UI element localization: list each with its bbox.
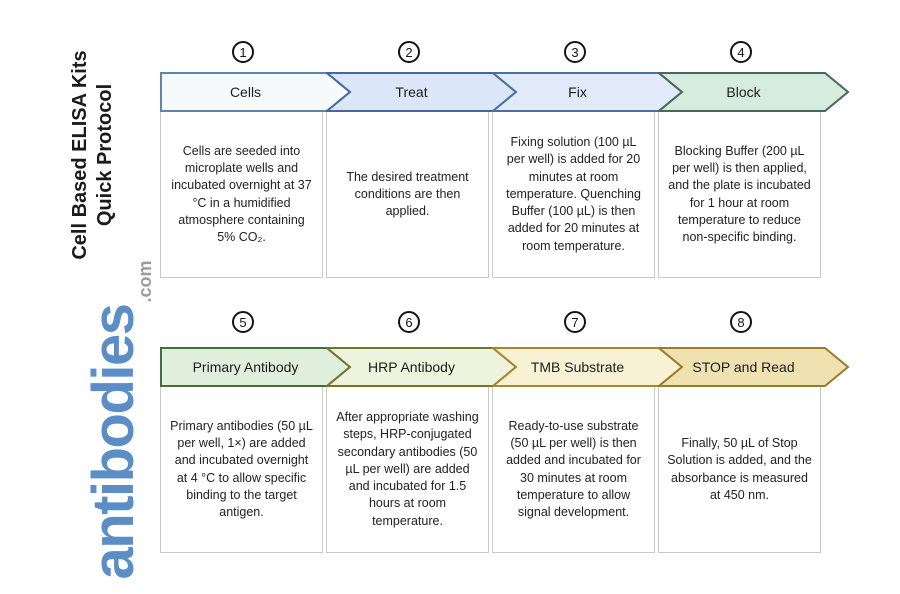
page-title-line2: Quick Protocol <box>94 83 116 227</box>
step-arrow: Primary Antibody <box>160 347 352 387</box>
step-label: Block <box>726 84 761 100</box>
step-label: Treat <box>395 84 428 100</box>
step-description-text: Ready-to-use substrate (50 µL per well) … <box>506 418 641 519</box>
step-arrow: Fix <box>492 72 684 112</box>
step-label: STOP and Read <box>692 359 795 375</box>
step-label: Primary Antibody <box>192 359 299 375</box>
step-description: Cells are seeded into microplate wells a… <box>160 111 323 278</box>
step-description: Blocking Buffer (200 µL per well) is the… <box>658 111 821 278</box>
step-description-text: The desired treatment conditions are the… <box>346 169 469 219</box>
step-number-badge: 2 <box>398 41 420 63</box>
step-description-text: Finally, 50 µL of Stop Solution is added… <box>667 436 812 502</box>
step-description-text: Fixing solution (100 µL per well) is add… <box>506 135 641 253</box>
step-description: Fixing solution (100 µL per well) is add… <box>492 111 655 278</box>
step-number-badge: 1 <box>232 41 254 63</box>
step-description-text: Cells are seeded into microplate wells a… <box>171 143 312 244</box>
step-arrow: Treat <box>326 72 518 112</box>
brand-logo-text: antibodies <box>81 304 146 580</box>
step-description: The desired treatment conditions are the… <box>326 111 489 278</box>
step-number: 1 <box>239 44 247 60</box>
page-title: Cell Based ELISA Kits Quick Protocol <box>63 40 123 270</box>
brand-logo-suffix: .com <box>135 260 155 303</box>
step-arrow: STOP and Read <box>658 347 850 387</box>
step-arrow: Block <box>658 72 850 112</box>
step-label: HRP Antibody <box>368 359 455 375</box>
step-label: Fix <box>568 84 587 100</box>
step-arrow: Cells <box>160 72 352 112</box>
brand-logo: antibodies .com <box>47 260 155 579</box>
step-arrow: TMB Substrate <box>492 347 684 387</box>
step-description-text: Blocking Buffer (200 µL per well) is the… <box>668 143 811 244</box>
step-number: 4 <box>737 44 745 60</box>
page-title-line1: Cell Based ELISA Kits <box>69 50 91 260</box>
step-number: 5 <box>239 314 247 330</box>
step-number: 3 <box>571 44 579 60</box>
step-description: Ready-to-use substrate (50 µL per well) … <box>492 386 655 553</box>
arrow-shape <box>658 72 850 112</box>
step-number-badge: 4 <box>730 41 752 63</box>
step-arrow: HRP Antibody <box>326 347 518 387</box>
step-number: 2 <box>405 44 413 60</box>
step-number: 7 <box>571 314 579 330</box>
step-number: 8 <box>737 314 745 330</box>
step-label: Cells <box>229 84 262 100</box>
step-description: Primary antibodies (50 µL per well, 1×) … <box>160 386 323 553</box>
step-number-badge: 3 <box>564 41 586 63</box>
step-description-text: After appropriate washing steps, HRP-con… <box>336 410 479 528</box>
step-number: 6 <box>405 314 413 330</box>
step-number-badge: 7 <box>564 311 586 333</box>
arrow-shape <box>658 347 850 387</box>
step-number-badge: 6 <box>398 311 420 333</box>
step-label: TMB Substrate <box>530 359 625 375</box>
step-number-badge: 5 <box>232 311 254 333</box>
step-description: After appropriate washing steps, HRP-con… <box>326 386 489 553</box>
step-description-text: Primary antibodies (50 µL per well, 1×) … <box>170 418 313 519</box>
step-description: Finally, 50 µL of Stop Solution is added… <box>658 386 821 553</box>
step-number-badge: 8 <box>730 311 752 333</box>
